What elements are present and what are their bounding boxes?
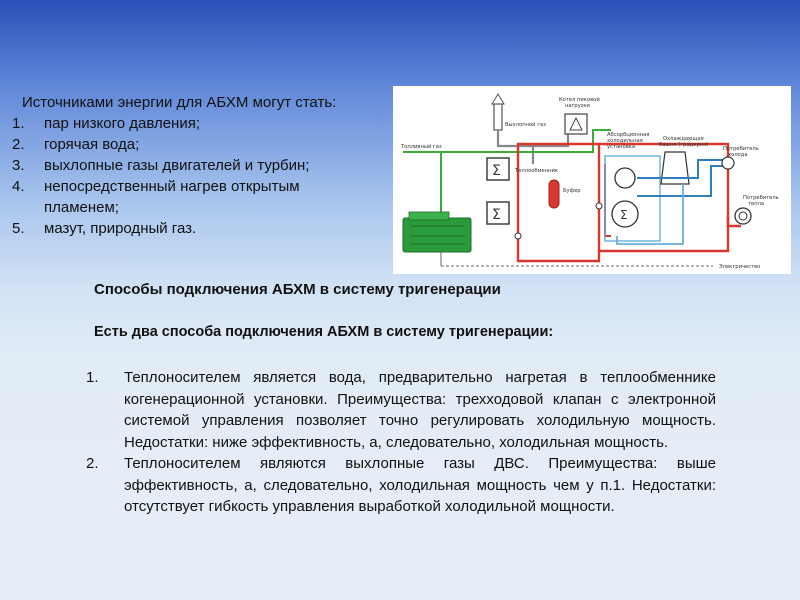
- exhaust-chimney: [493, 103, 503, 131]
- list-item: 5. мазут, природный газ.: [10, 218, 395, 239]
- exhaust-gas-line-2: [533, 134, 570, 148]
- svg-text:Σ: Σ: [620, 208, 628, 222]
- list-item: 2. горячая вода;: [10, 134, 395, 155]
- list-item-text: непосредственный нагрев открытым пламене…: [44, 178, 300, 216]
- cooling-water-line: [616, 184, 684, 245]
- methods-subtitle: Есть два способа подключения АБХМ в сист…: [94, 324, 554, 340]
- list-item: 2. Теплоносителем являются выхлопные газы…: [84, 453, 716, 518]
- label-heat-consumer-1: Потребитель: [743, 195, 779, 201]
- trigeneration-diagram: Σ Σ Σ Топливный газ Выхлопной: [393, 86, 791, 274]
- absorption-chiller-upper: [614, 167, 636, 189]
- cold-water-line: [637, 159, 723, 179]
- label-peak-boiler-2: нагрузки: [565, 103, 590, 109]
- energy-sources-heading: Источниками энергии для АБХМ могут стать…: [22, 94, 337, 111]
- absorption-chiller-frame: [604, 155, 661, 242]
- fuel-gas-line: [403, 129, 611, 153]
- svg-text:Σ: Σ: [492, 207, 501, 223]
- heat-consumer-icon: [734, 207, 752, 225]
- list-item-number: 3.: [12, 157, 25, 174]
- list-item: 4. непосредственный нагрев открытым пламе…: [10, 176, 374, 218]
- label-fuel-gas: Топливный газ: [400, 143, 442, 150]
- list-item: 1. пар низкого давления;: [10, 113, 395, 134]
- gas-engine-generator: [402, 217, 472, 253]
- energy-sources-list: 1.пар низкого давления; 2.горячая вода; …: [10, 113, 395, 239]
- label-cold-consumer-1: Потребитель: [723, 146, 759, 152]
- generator-top: [408, 211, 450, 221]
- label-peak-boiler-1: Котел пиковой: [559, 96, 600, 103]
- label-heat-exchanger: Теплообменник: [514, 168, 558, 174]
- list-item: 1. Теплоносителем является вода, предвари…: [84, 367, 716, 453]
- pump-icon: [595, 202, 603, 210]
- heat-exchanger-1: [486, 157, 510, 181]
- cooling-tower: [660, 151, 690, 185]
- hot-water-line-inner: [604, 164, 611, 237]
- label-cooling-tower-2: башня (градирня): [659, 142, 708, 148]
- buffer-tank: [548, 179, 560, 209]
- list-item-text: горячая вода;: [44, 136, 140, 153]
- peak-boiler-flame-icon: [569, 116, 583, 131]
- heat-consumer-icon-inner: [738, 211, 748, 221]
- svg-text:Σ: Σ: [492, 163, 501, 179]
- label-buffer: Буфер: [563, 188, 581, 194]
- exhaust-chimney-top: [491, 93, 505, 105]
- list-item-text: пар низкого давления;: [44, 115, 201, 132]
- label-exhaust-gas: Выхлопной газ: [505, 121, 546, 128]
- label-heat-consumer-2: тепла: [748, 201, 764, 207]
- list-item-number: 1.: [12, 115, 25, 132]
- methods-title: Способы подключения АБХМ в систему триге…: [94, 281, 501, 298]
- label-absorption-1: Абсорбционная: [607, 132, 649, 138]
- label-cold-consumer-2: холода: [728, 152, 748, 158]
- label-electricity: Электричество: [719, 264, 760, 270]
- list-item: 3. выхлопные газы двигателей и турбин;: [10, 155, 395, 176]
- absorption-chiller-lower: [611, 200, 639, 228]
- hot-water-line-heat: [726, 216, 741, 228]
- list-item-number: 4.: [12, 178, 25, 195]
- list-item-text: выхлопные газы двигателей и турбин;: [44, 157, 310, 174]
- list-item-number: 2.: [86, 455, 99, 472]
- trigeneration-diagram-svg: Σ Σ Σ Топливный газ Выхлопной: [400, 93, 779, 270]
- list-item-text: Теплоносителем является вода, предварите…: [124, 369, 716, 451]
- list-item-number: 5.: [12, 220, 25, 237]
- heat-exchanger-2: [486, 201, 510, 225]
- cold-water-line-return: [637, 165, 723, 197]
- label-absorption-3: установка: [607, 144, 635, 150]
- exhaust-gas-line: [496, 130, 535, 164]
- list-item-number: 1.: [86, 369, 99, 386]
- cold-consumer-icon: [721, 156, 735, 170]
- energy-sources-block: Источниками энергии для АБХМ могут стать…: [10, 92, 395, 239]
- methods-list: 1. Теплоносителем является вода, предвари…: [84, 367, 716, 518]
- label-cooling-tower-1: Охлаждающая: [663, 136, 704, 142]
- list-item-text: мазут, природный газ.: [44, 220, 197, 237]
- label-absorption-2: холодильная: [607, 138, 643, 144]
- list-item-number: 2.: [12, 136, 25, 153]
- pump-icon: [514, 232, 522, 240]
- list-item-text: Теплоносителем являются выхлопные газы Д…: [124, 455, 716, 515]
- hot-water-line-abs: [599, 142, 730, 253]
